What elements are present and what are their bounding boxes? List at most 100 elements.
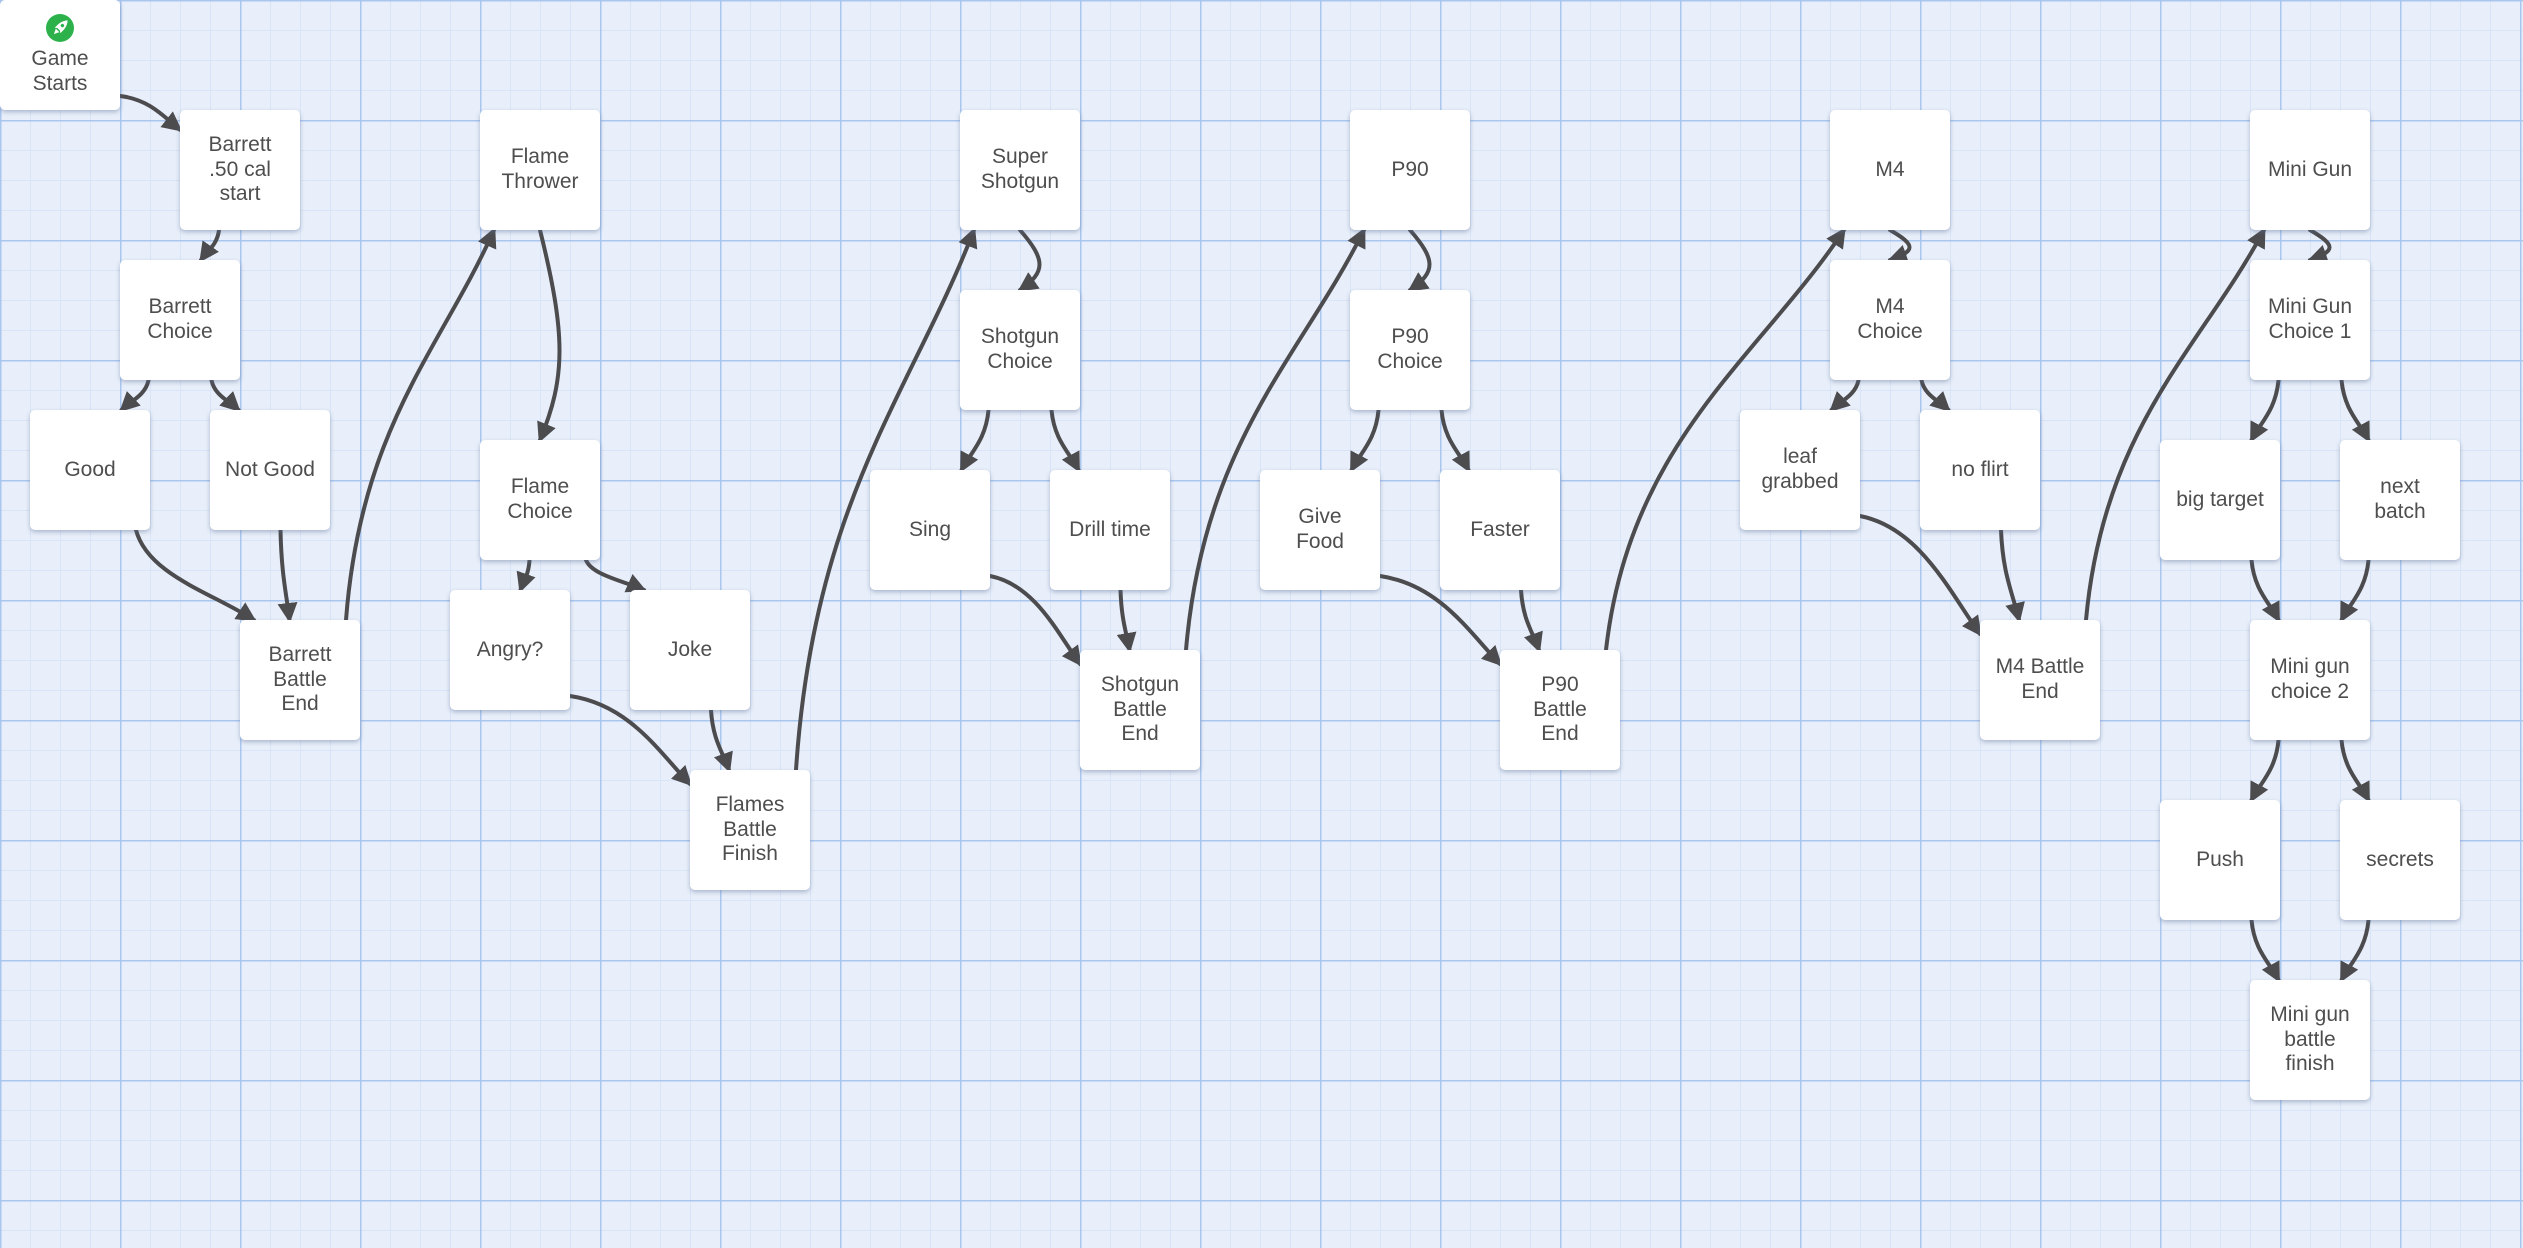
passage-node-barrett_battle_end[interactable]: Barrett Battle End — [240, 620, 360, 740]
passage-node-m4_choice[interactable]: M4 Choice — [1830, 260, 1950, 380]
passage-title: big target — [2176, 487, 2264, 511]
passage-node-faster[interactable]: Faster — [1440, 470, 1560, 590]
passage-node-mini_gun_battle_finish[interactable]: Mini gun battle finish — [2250, 980, 2370, 1100]
link-arrow-mini_gun_choice_2-push — [2249, 738, 2281, 803]
passage-title: Mini gun choice 2 — [2270, 655, 2350, 703]
passage-node-sing[interactable]: Sing — [870, 470, 990, 590]
passage-node-angry[interactable]: Angry? — [450, 590, 570, 710]
link-arrow-flame_choice-angry — [516, 558, 536, 593]
link-arrow-give_food-p90_battle_end — [1378, 574, 1503, 667]
link-arrow-faster-p90_battle_end — [1519, 588, 1543, 653]
passage-node-flame_choice[interactable]: Flame Choice — [480, 440, 600, 560]
link-arrow-flames_battle_finish-super_shotgun — [794, 227, 978, 772]
passage-node-mini_gun[interactable]: Mini Gun — [2250, 110, 2370, 230]
link-arrow-leaf_grabbed-m4_battle_end — [1858, 514, 1982, 637]
link-arrow-drill_time-shotgun_battle_end — [1116, 588, 1137, 653]
passage-title: P90 Battle End — [1533, 672, 1587, 746]
link-arrow-flame_thrower-flame_choice — [537, 228, 562, 443]
passage-node-barrett_50_start[interactable]: Barrett .50 cal start — [180, 110, 300, 230]
link-arrow-start-barrett_50_start — [118, 94, 183, 132]
passage-node-p90[interactable]: P90 — [1350, 110, 1470, 230]
passage-node-p90_battle_end[interactable]: P90 Battle End — [1500, 650, 1620, 770]
link-arrow-angry-flames_battle_finish — [568, 694, 693, 787]
passage-node-give_food[interactable]: Give Food — [1260, 470, 1380, 590]
link-arrow-barrett_50_start-barrett_choice — [199, 228, 221, 263]
link-arrow-big_target-mini_gun_choice_2 — [2249, 558, 2281, 623]
passage-title: M4 — [1875, 157, 1905, 181]
link-arrow-good-barrett_battle_end — [134, 528, 257, 622]
link-arrow-sing-shotgun_battle_end — [988, 574, 1082, 667]
passage-title: Mini gun battle finish — [2270, 1002, 2350, 1076]
rocket-icon — [46, 14, 74, 43]
passage-title: no flirt — [1951, 457, 2009, 481]
link-arrow-m4-m4_choice — [1887, 228, 1912, 264]
link-arrow-no_flirt-m4_battle_end — [1999, 528, 2025, 623]
link-arrow-not_good-barrett_battle_end — [277, 528, 298, 623]
link-arrow-barrett_battle_end-flame_thrower — [344, 227, 497, 622]
link-arrow-barrett_choice-good — [119, 378, 151, 413]
passage-title: Joke — [667, 637, 713, 661]
link-arrow-mini_gun_choice_2-secrets — [2339, 738, 2371, 803]
passage-node-big_target[interactable]: big target — [2160, 440, 2280, 560]
passage-title: M4 Choice — [1857, 295, 1923, 343]
passage-node-m4_battle_end[interactable]: M4 Battle End — [1980, 620, 2100, 740]
passage-node-super_shotgun[interactable]: Super Shotgun — [960, 110, 1080, 230]
link-arrow-p90-p90_choice — [1407, 228, 1432, 292]
passage-node-m4[interactable]: M4 — [1830, 110, 1950, 230]
passage-title: Barrett Choice — [147, 295, 213, 343]
passage-title: Flame Choice — [507, 475, 573, 523]
passage-node-push[interactable]: Push — [2160, 800, 2280, 920]
passage-node-barrett_choice[interactable]: Barrett Choice — [120, 260, 240, 380]
passage-node-mini_gun_choice_2[interactable]: Mini gun choice 2 — [2250, 620, 2370, 740]
passage-title: Angry? — [476, 637, 544, 661]
passage-title: Good — [64, 457, 116, 481]
passage-title: Shotgun Choice — [980, 325, 1060, 373]
passage-title: Push — [2196, 847, 2244, 871]
link-arrow-p90_choice-give_food — [1349, 408, 1381, 473]
passage-title: Game Starts — [31, 47, 89, 95]
passage-node-flame_thrower[interactable]: Flame Thrower — [480, 110, 600, 230]
link-arrow-flame_choice-joke — [584, 558, 647, 593]
passage-title: next batch — [2374, 475, 2426, 523]
passage-node-drill_time[interactable]: Drill time — [1050, 470, 1170, 590]
link-arrow-shotgun_battle_end-p90 — [1184, 227, 1366, 652]
passage-title: M4 Battle End — [1995, 655, 2085, 703]
passage-node-not_good[interactable]: Not Good — [210, 410, 330, 530]
passage-node-start[interactable]: Game Starts — [0, 0, 120, 110]
link-arrow-mini_gun_choice_1-next_batch — [2339, 378, 2371, 443]
link-arrow-super_shotgun-shotgun_choice — [1017, 228, 1042, 292]
passage-node-joke[interactable]: Joke — [630, 590, 750, 710]
link-arrow-barrett_choice-not_good — [209, 378, 241, 413]
passage-title: secrets — [2366, 847, 2434, 871]
passage-title: Barrett Battle End — [268, 642, 332, 716]
passage-title: Drill time — [1069, 517, 1151, 541]
link-arrow-push-mini_gun_battle_finish — [2249, 918, 2281, 983]
link-arrow-joke-flames_battle_finish — [709, 708, 733, 773]
passage-node-p90_choice[interactable]: P90 Choice — [1350, 290, 1470, 410]
link-arrow-p90_battle_end-m4 — [1604, 227, 1846, 652]
passage-title: P90 Choice — [1377, 325, 1443, 373]
passage-node-leaf_grabbed[interactable]: leaf grabbed — [1740, 410, 1860, 530]
passage-node-shotgun_battle_end[interactable]: Shotgun Battle End — [1080, 650, 1200, 770]
link-arrow-mini_gun-mini_gun_choice_1 — [2307, 228, 2332, 264]
link-arrow-m4_choice-no_flirt — [1919, 378, 1951, 413]
passage-title: Shotgun Battle End — [1100, 672, 1180, 746]
passage-node-mini_gun_choice_1[interactable]: Mini Gun Choice 1 — [2250, 260, 2370, 380]
link-arrow-secrets-mini_gun_battle_finish — [2339, 918, 2371, 983]
passage-title: leaf grabbed — [1761, 445, 1839, 493]
passage-node-flames_battle_finish[interactable]: Flames Battle Finish — [690, 770, 810, 890]
link-arrow-shotgun_choice-drill_time — [1049, 408, 1081, 473]
passage-title: Faster — [1470, 517, 1530, 541]
passage-node-good[interactable]: Good — [30, 410, 150, 530]
passage-title: P90 — [1391, 157, 1429, 181]
link-arrow-p90_choice-faster — [1439, 408, 1471, 473]
passage-node-no_flirt[interactable]: no flirt — [1920, 410, 2040, 530]
passage-node-next_batch[interactable]: next batch — [2340, 440, 2460, 560]
passage-title: Mini Gun — [2267, 157, 2353, 181]
passage-title: Super Shotgun — [980, 145, 1060, 193]
passage-title: Flames Battle Finish — [715, 792, 785, 866]
passage-node-shotgun_choice[interactable]: Shotgun Choice — [960, 290, 1080, 410]
passage-node-secrets[interactable]: secrets — [2340, 800, 2460, 920]
